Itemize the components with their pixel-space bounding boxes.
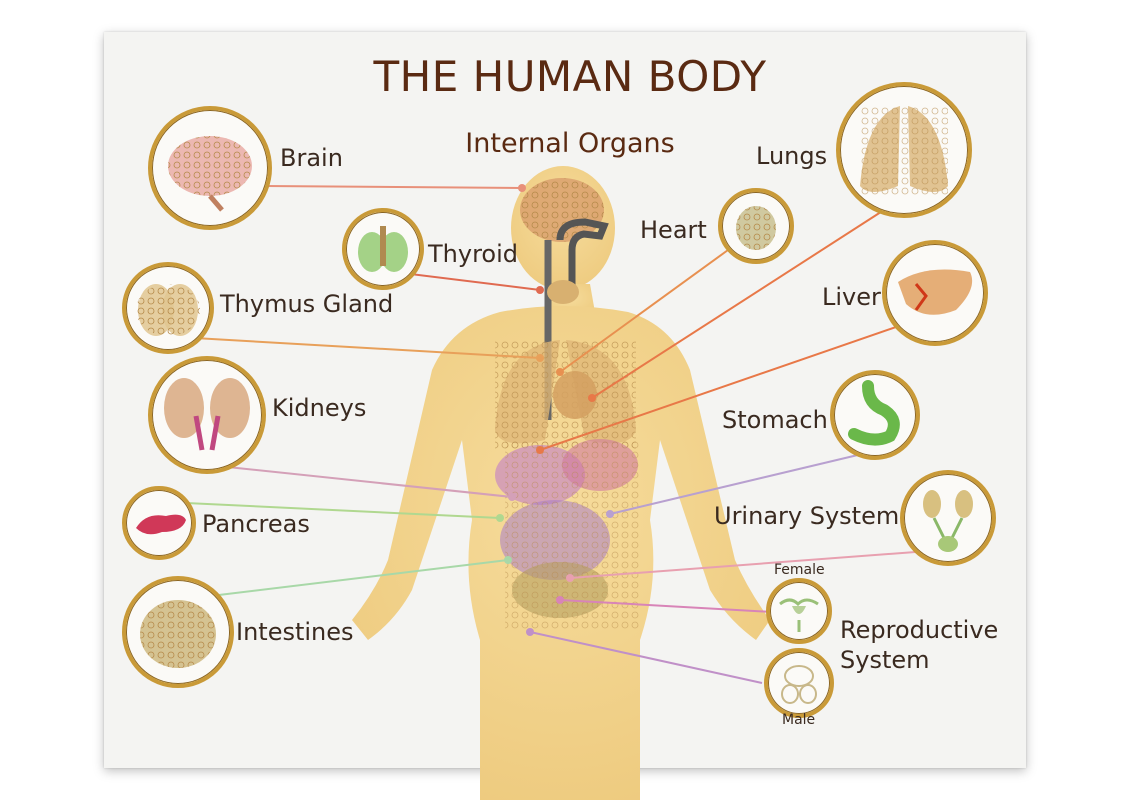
female-label: Female [774, 562, 825, 578]
stomach-label: Stomach [722, 406, 828, 434]
pancreas-circle [122, 486, 196, 560]
brain-icon [168, 136, 252, 212]
thyroid-circle [342, 208, 424, 290]
liver-label: Liver [822, 283, 881, 311]
male-reproductive-circle [764, 648, 834, 718]
pancreas-icon [136, 514, 186, 535]
urinary-circle [900, 470, 996, 566]
thymus-icon [136, 284, 200, 336]
intestines-icon [140, 600, 216, 668]
reproductive-label-line1: Reproductive [840, 616, 999, 644]
thymus-label: Thymus Gland [220, 290, 394, 318]
urinary-label: Urinary System [714, 502, 900, 530]
heart-in-body [553, 371, 597, 419]
heart-label: Heart [640, 216, 707, 244]
lungs-icon [860, 106, 948, 196]
stomach-circle [830, 370, 920, 460]
female-reproductive-circle [766, 578, 832, 644]
urinary-icon [923, 490, 973, 552]
thyroid-label: Thyroid [428, 240, 518, 268]
kidneys-icon [164, 378, 250, 451]
female-reproductive-icon [779, 598, 819, 632]
kidneys-circle [148, 356, 266, 474]
pancreas-label: Pancreas [202, 510, 310, 538]
kidneys-label: Kidneys [272, 394, 367, 422]
stomach-icon [848, 380, 900, 446]
heart-circle [718, 188, 794, 264]
page-title: THE HUMAN BODY [373, 52, 767, 101]
thyroid-in-body [547, 280, 579, 304]
brain-in-body [520, 178, 604, 242]
connector-lines [159, 184, 943, 684]
reproductive-label-line2: System [840, 646, 930, 674]
heart-icon [736, 206, 776, 250]
lungs-label: Lungs [756, 142, 828, 170]
lungs-circle [836, 82, 972, 218]
abdomen-organs [495, 439, 640, 630]
male-label: Male [782, 712, 816, 728]
liver-circle [882, 240, 988, 346]
liver-icon [898, 269, 973, 315]
brain-circle [148, 106, 272, 230]
brain-label: Brain [280, 144, 343, 172]
thymus-circle [122, 262, 214, 354]
intestines-circle [122, 576, 234, 688]
thyroid-icon [358, 226, 408, 272]
intestines-label: Intestines [236, 618, 354, 646]
page-subtitle: Internal Organs [465, 128, 675, 159]
male-reproductive-icon [781, 665, 817, 704]
